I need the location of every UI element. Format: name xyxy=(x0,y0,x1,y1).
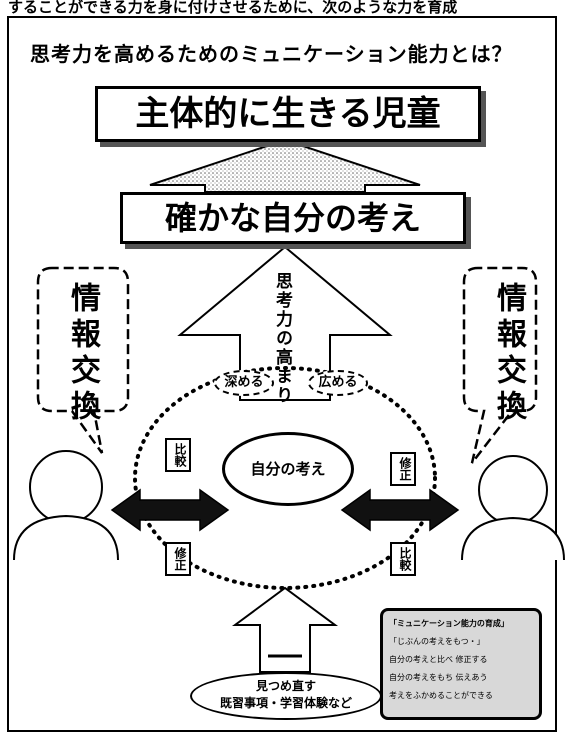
compare-box-left: 比較 xyxy=(165,438,191,472)
right-exchange-arrow xyxy=(340,488,460,532)
thinking-growth-label: 思考力の高まり xyxy=(272,272,292,405)
left-info-exchange: 情報交換 xyxy=(65,282,100,426)
banner-top: 主体的に生きる児童 xyxy=(95,86,481,142)
dotted-circle xyxy=(133,366,437,590)
compare-box-right: 比較 xyxy=(390,542,416,576)
note-line: 「ミュニケーション能力の育成」 xyxy=(389,619,509,628)
reflect-up-arrow xyxy=(231,586,339,673)
reflect-line: 見つめ直す xyxy=(255,679,316,693)
deepen-label: 深める xyxy=(214,370,274,396)
prior-learning-line: 既習事項・学習体験など xyxy=(219,696,352,710)
left-exchange-arrow xyxy=(110,488,230,532)
note-line: 「じぶんの考えをもつ・」 xyxy=(389,637,485,646)
revise-box-right: 修正 xyxy=(390,452,416,486)
top-cut-text: することができる力を身に付けさせるために、次のような力を育成 xyxy=(8,0,458,14)
revise-box-left: 修正 xyxy=(165,542,191,576)
right-person-head xyxy=(478,455,548,525)
widen-label: 広める xyxy=(308,370,368,396)
note-box: 「ミュニケーション能力の育成」 「じぶんの考えをもつ・」 自分の考えと比べ 修正… xyxy=(380,608,542,720)
note-line: 自分の考えと比べ 修正する xyxy=(389,655,488,664)
right-speech-bubble xyxy=(462,266,538,464)
own-thinking-oval: 自分の考え xyxy=(222,432,354,506)
page-title: 思考力を高めるためのミュニケーション能力とは？ xyxy=(30,42,513,66)
right-info-exchange: 情報交換 xyxy=(491,282,526,426)
right-person-body xyxy=(461,516,565,561)
diagram-frame xyxy=(7,16,557,732)
left-speech-bubble xyxy=(36,266,130,454)
reflect-oval: 見つめ直す 既習事項・学習体験など xyxy=(190,672,382,720)
note-line: 考えをふかめることができる xyxy=(389,691,493,700)
banner-middle: 確かな自分の考え xyxy=(120,192,466,244)
thinking-up-arrow xyxy=(177,245,393,401)
left-person-body xyxy=(13,514,119,561)
note-line: 自分の考えをもち 伝えあう xyxy=(389,673,488,682)
upward-gradient-arrow xyxy=(149,138,421,193)
left-person-head xyxy=(29,450,103,524)
